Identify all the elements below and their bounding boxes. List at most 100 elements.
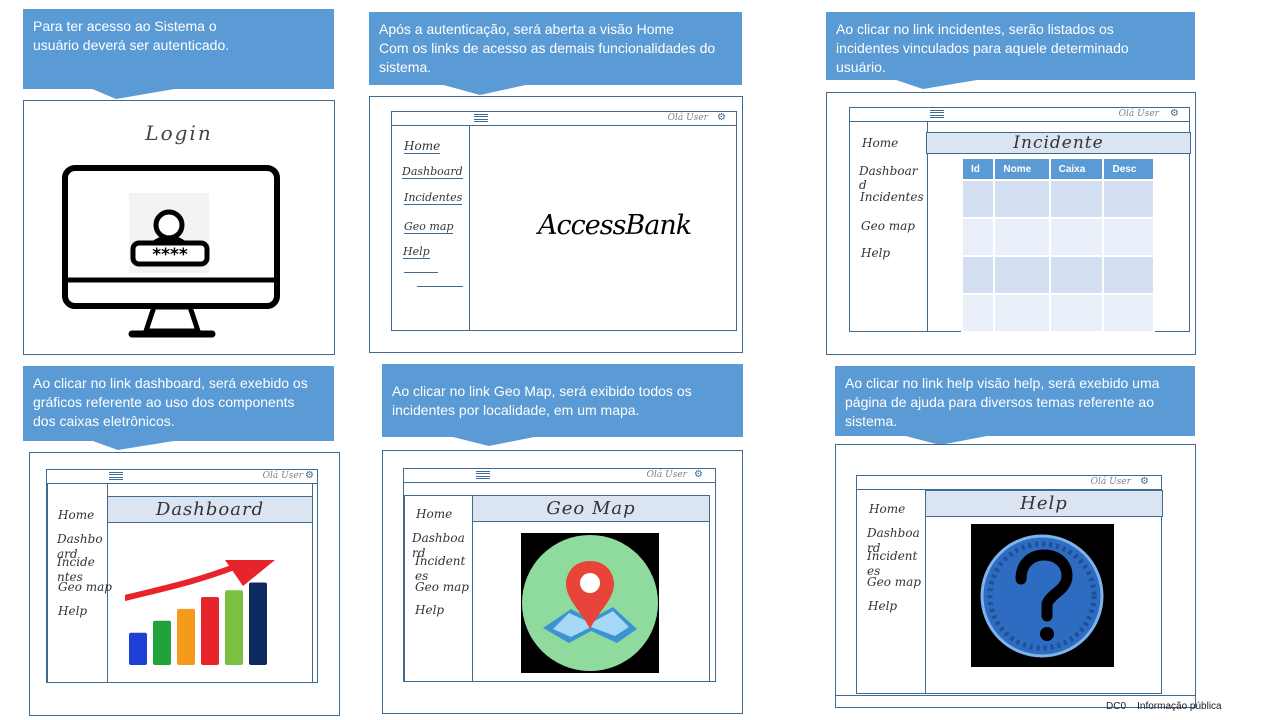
user-greeting: Olá User [262,471,303,481]
incidentes-topbar: Olá User ⚙ [850,108,1189,122]
menu-icon[interactable] [476,471,490,479]
column-header-desc[interactable]: Desc [1102,157,1155,181]
growth-bar [225,590,243,665]
nav-dashboard[interactable]: Dashboar d [859,164,918,192]
nav-incidentes[interactable]: Incident es [415,554,466,583]
user-settings-icon[interactable]: ⚙ [305,470,314,481]
home-sidebar [392,125,470,330]
growth-bar [201,597,219,665]
page-title: Help [925,490,1163,517]
menu-icon[interactable] [109,472,123,480]
login-screen: Login **** [23,100,335,355]
growth-bar [249,582,267,665]
callout-help: Ao clicar no link help visão help, será … [835,366,1195,436]
nav-help[interactable]: Help [868,599,898,613]
nav-geo-map[interactable]: Geo map [58,580,112,594]
growth-bar [129,632,147,665]
brand-logo-text: AccessBank [538,210,692,241]
nav-divider [404,272,438,273]
nav-help[interactable]: Help [58,604,88,618]
map-pin-icon [521,533,659,673]
callout-home: Após a autenticação, será aberta a visão… [369,12,742,85]
help-screen: Olá User ⚙ Help Home Dashboa rd Incident… [835,444,1196,708]
growth-arrow-head [225,560,275,586]
nav-dashboard[interactable]: Dashboa rd [412,531,465,560]
geomap-sidebar [404,495,473,681]
table-row[interactable] [960,217,1155,257]
dashboard-screen: Olá User ⚙ Dashboard Home Dashbo ard Inc… [29,452,340,716]
monitor-lock-icon: **** [62,165,280,338]
growth-bar [153,620,171,665]
nav-help[interactable]: Help [861,246,891,260]
callout-incidentes: Ao clicar no link incidentes, serão list… [826,12,1195,80]
menu-icon[interactable] [930,110,944,118]
user-greeting: Olá User [1118,109,1159,119]
user-greeting: Olá User [646,470,687,480]
column-header-id[interactable]: Id [960,157,996,181]
callout-incidentes-pointer [893,79,983,89]
callout-dashboard-pointer [90,440,180,450]
nav-incidentes[interactable]: Incident es [867,549,918,578]
callout-geomap: Ao clicar no link Geo Map, será exibido … [382,364,743,437]
page-title: Geo Map [472,495,710,522]
growth-arrow [125,563,240,601]
growth-bar [177,608,195,665]
table-row[interactable] [960,179,1155,219]
nav-dashboard[interactable]: Dashboard [402,165,463,179]
help-sidebar [857,489,926,693]
incidentes-screen: Olá User ⚙ Incidente Home Dashboar d Inc… [826,92,1196,355]
incidentes-sidebar [850,121,928,331]
help-topbar: Olá User ⚙ [857,476,1161,490]
nav-incidentes[interactable]: Incide ntes [57,555,95,584]
user-greeting: Olá User [667,113,708,123]
user-settings-icon[interactable]: ⚙ [1170,108,1179,119]
nav-dashboard[interactable]: Dashbo ard [57,532,103,561]
callout-login-pointer [90,88,180,99]
callout-login: Para ter acesso ao Sistema o usuário dev… [23,9,334,89]
nav-incidentes[interactable]: Incidentes [860,190,924,204]
nav-help[interactable]: Help [415,603,445,617]
login-title: Login [145,121,213,145]
growth-chart-icon [125,560,275,665]
page-title: Dashboard [107,496,313,523]
callout-geomap-pointer [449,436,539,446]
nav-incidentes[interactable]: Incidentes [404,191,463,205]
help-frame-bottom-line [836,695,1195,696]
dashboard-window: Olá User ⚙ Dashboard Home Dashbo ard Inc… [46,469,318,683]
nav-geo-map[interactable]: Geo map [867,575,921,589]
page-title: Incidente [926,132,1191,154]
user-settings-icon[interactable]: ⚙ [717,112,726,123]
nav-home[interactable]: Home [416,507,453,521]
user-settings-icon[interactable]: ⚙ [1140,476,1149,487]
incidents-table: Id Nome Caixa Desc [960,157,1155,333]
incidentes-window: Olá User ⚙ Incidente Home Dashboar d Inc… [849,107,1191,333]
nav-geo-map[interactable]: Geo map [415,580,469,594]
dashboard-sidebar [47,483,108,682]
callout-dashboard: Ao clicar no link dashboard, será exebid… [23,366,334,441]
question-mark-icon [971,524,1114,667]
dashboard-topbar: Olá User ⚙ [47,470,317,484]
column-header-caixa[interactable]: Caixa [1048,157,1105,181]
nav-home[interactable]: Home [404,139,441,154]
help-window: Olá User ⚙ Help Home Dashboa rd Incident… [856,475,1163,694]
nav-home[interactable]: Home [869,502,906,516]
nav-help[interactable]: Help [403,245,430,259]
callout-home-pointer [440,84,530,95]
table-row[interactable] [960,255,1155,295]
nav-geo-map[interactable]: Geo map [404,220,454,234]
table-header-row: Id Nome Caixa Desc [960,157,1155,181]
nav-home[interactable]: Home [58,508,95,522]
table-row[interactable] [960,293,1155,333]
home-screen: Olá User ⚙ Home Dashboard Incidentes Geo… [369,96,743,353]
nav-geo-map[interactable]: Geo map [861,219,915,233]
geomap-screen: Olá User ⚙ Geo Map Home Dashboa rd Incid… [382,450,743,714]
callout-help-pointer [902,435,992,445]
geomap-topbar: Olá User ⚙ [404,469,715,483]
classification-label: DC0 Informação pública [1106,701,1222,712]
nav-dashboard[interactable]: Dashboa rd [867,526,920,555]
nav-home[interactable]: Home [862,136,899,150]
menu-icon[interactable] [474,114,488,122]
password-mask: **** [152,245,188,265]
user-settings-icon[interactable]: ⚙ [694,469,703,480]
column-header-nome[interactable]: Nome [993,157,1051,181]
